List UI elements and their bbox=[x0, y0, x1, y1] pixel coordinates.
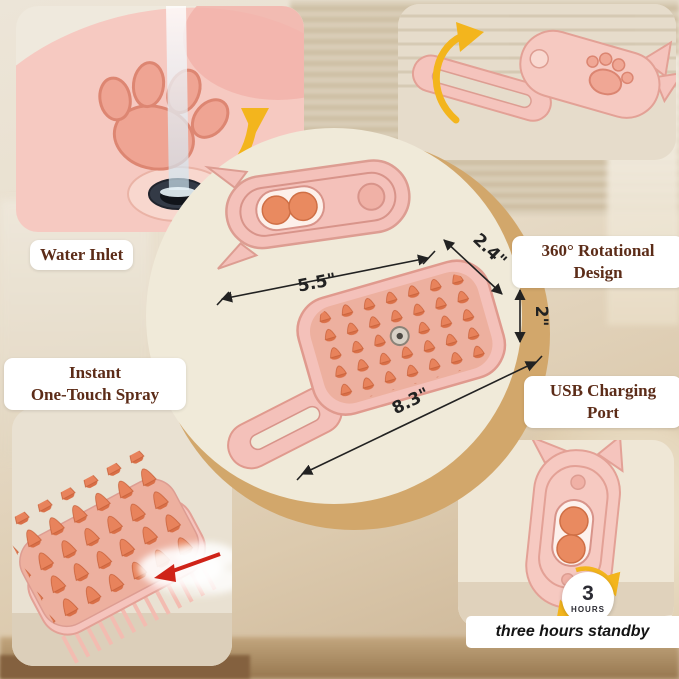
callout-water-inlet: Water Inlet bbox=[30, 240, 134, 271]
callout-text: Water Inlet bbox=[40, 245, 124, 264]
hours-badge-circle: 3 HOURS bbox=[562, 572, 614, 624]
callout-line: Design bbox=[573, 263, 623, 283]
paw-button-small bbox=[586, 52, 634, 96]
photo-water-inlet bbox=[16, 6, 304, 232]
device-with-handle bbox=[411, 29, 676, 122]
callout-line: One-Touch Spray bbox=[30, 385, 160, 405]
callout-line: 360° Rotational bbox=[541, 241, 655, 260]
backdrop-circle-cream bbox=[146, 128, 522, 504]
photo-rotational-design bbox=[398, 4, 676, 160]
spray-brush-head bbox=[12, 447, 224, 666]
callout-usb-charging: USB Charging Port bbox=[524, 376, 679, 429]
standby-text: three hours standby bbox=[495, 623, 650, 640]
roller-bottom bbox=[556, 534, 586, 564]
photo-one-touch-spray bbox=[12, 408, 232, 666]
callout-one-touch-spray: Instant One-Touch Spray bbox=[4, 358, 186, 411]
callout-rotational-design: 360° Rotational Design bbox=[512, 236, 679, 289]
callout-line: Port bbox=[586, 403, 620, 423]
hours-badge-unit: HOURS bbox=[571, 604, 605, 614]
spray-arrow-icon bbox=[154, 552, 221, 582]
silicone-spikes bbox=[12, 447, 203, 631]
hours-badge-number: 3 bbox=[582, 581, 594, 605]
callout-line: Instant bbox=[69, 363, 121, 382]
standby-caption: three hours standby bbox=[466, 616, 679, 648]
callout-line: USB Charging bbox=[549, 381, 657, 400]
rotation-arrow-icon bbox=[432, 22, 484, 124]
water-stream bbox=[160, 6, 196, 197]
